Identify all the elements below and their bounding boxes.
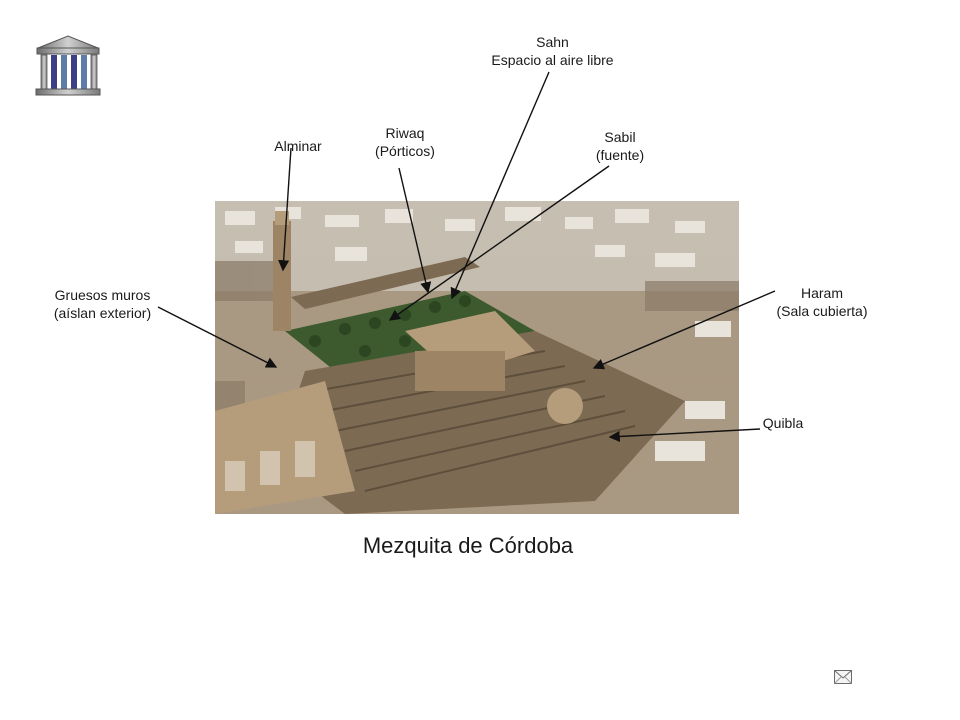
- label-sahn-title: Sahn: [536, 34, 569, 50]
- label-riwaq-title: Riwaq: [385, 125, 425, 141]
- label-gruesos-muros: Gruesos muros (aíslan exterior): [40, 286, 165, 322]
- label-alminar-title: Alminar: [274, 138, 322, 154]
- label-haram-title: Haram: [800, 285, 843, 301]
- label-quibla-title: Quibla: [762, 415, 804, 431]
- label-riwaq: Riwaq (Pórticos): [360, 124, 450, 160]
- temple-logo-icon: [35, 35, 101, 96]
- label-haram: Haram (Sala cubierta): [762, 284, 882, 320]
- mosque-aerial-photo: [215, 201, 739, 514]
- caption: Mezquita de Córdoba: [362, 533, 574, 558]
- label-riwaq-subtitle: (Pórticos): [375, 143, 435, 159]
- label-gruesos-muros-subtitle: (aíslan exterior): [53, 305, 152, 321]
- label-sabil-title: Sabil: [604, 129, 636, 145]
- label-sahn: Sahn Espacio al aire libre: [480, 33, 625, 69]
- label-sahn-subtitle: Espacio al aire libre: [491, 52, 614, 68]
- label-quibla: Quibla: [752, 414, 814, 432]
- mail-icon[interactable]: [834, 670, 852, 684]
- label-sabil: Sabil (fuente): [575, 128, 665, 164]
- label-gruesos-muros-title: Gruesos muros: [54, 287, 151, 303]
- label-alminar: Alminar: [260, 137, 336, 155]
- label-haram-subtitle: (Sala cubierta): [776, 303, 868, 319]
- label-sabil-subtitle: (fuente): [595, 147, 645, 163]
